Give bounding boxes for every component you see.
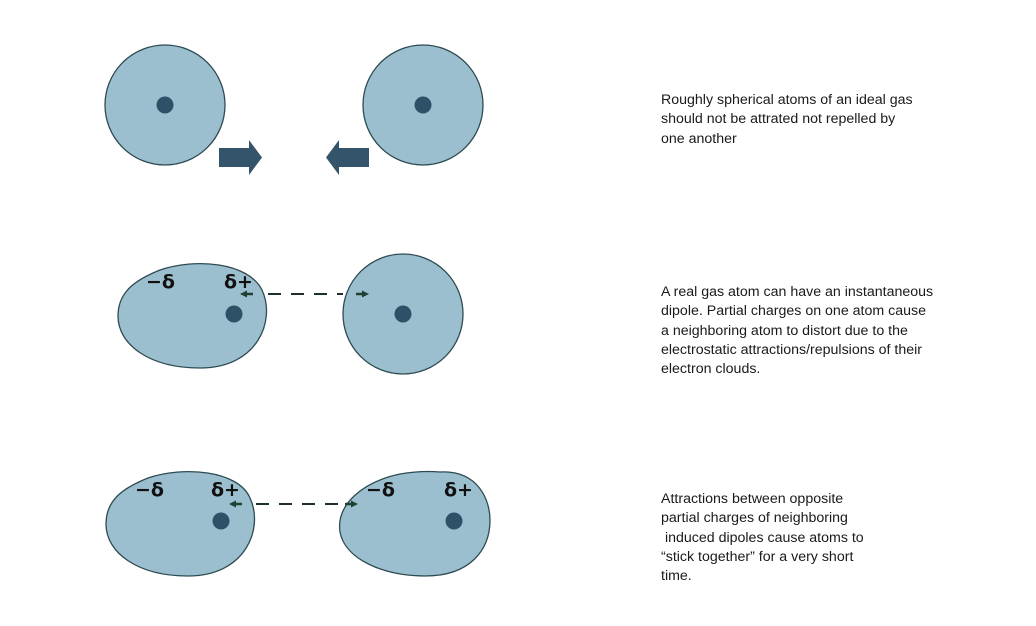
panel-instantaneous-dipole: −δ δ+ [117, 253, 464, 375]
caption-line: electrostatic attractions/repulsions of … [661, 341, 923, 358]
caption-induced-dipoles: Attractions between opposite partial cha… [661, 490, 981, 586]
partial-positive-label: δ+ [444, 479, 473, 501]
caption-line: electron clouds. [661, 361, 761, 378]
caption-line: should not be attrated not repelled by [661, 111, 896, 128]
small-arrow-icon [345, 500, 358, 508]
partial-negative-label: −δ [366, 479, 395, 501]
nucleus-left [212, 512, 230, 530]
caption-ideal-gas: Roughly spherical atoms of an ideal gas … [661, 91, 981, 149]
small-arrow-icon [229, 500, 242, 508]
atom-left-distorted [117, 262, 268, 369]
caption-instantaneous-dipole: A real gas atom can have an instantaneou… [661, 283, 981, 379]
partial-negative-label: −δ [146, 271, 175, 293]
small-arrow-icon [356, 290, 369, 298]
caption-line: partial charges of neighboring [661, 510, 848, 527]
caption-line: induced dipoles cause atoms to [661, 529, 864, 546]
atom-left-distorted [105, 470, 256, 577]
atom-right-distorted [338, 470, 491, 577]
nucleus-right [414, 96, 432, 114]
nucleus-left [156, 96, 174, 114]
caption-line: Roughly spherical atoms of an ideal gas [661, 92, 913, 108]
caption-line: a neighboring atom to distort due to the [661, 322, 908, 339]
caption-line: A real gas atom can have an instantaneou… [661, 284, 934, 300]
nucleus-left [225, 305, 243, 323]
panel-induced-dipoles: −δ δ+ −δ δ+ [105, 470, 491, 577]
partial-positive-label: δ+ [211, 479, 240, 501]
caption-line: one another [661, 130, 737, 147]
caption-line: Attractions between opposite [661, 491, 844, 507]
caption-line: time. [661, 568, 692, 585]
small-arrow-icon [240, 290, 253, 298]
panel-ideal-gas [104, 44, 484, 175]
partial-positive-label: δ+ [224, 271, 253, 293]
nucleus-right [445, 512, 463, 530]
left-arrow-icon [326, 140, 369, 175]
partial-negative-label: −δ [135, 479, 164, 501]
caption-line: “stick together” for a very short [661, 548, 854, 565]
right-arrow-icon [219, 140, 262, 175]
caption-line: dipole. Partial charges on one atom caus… [661, 303, 926, 320]
nucleus-right [394, 305, 412, 323]
